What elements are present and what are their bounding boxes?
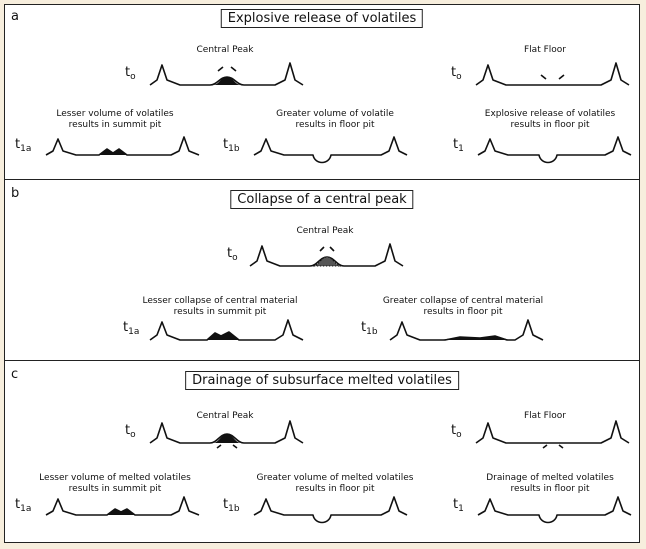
time-label-t1b: t1b (223, 137, 240, 154)
caption-flat-floor: Flat Floor (524, 411, 566, 421)
time-label-t1a: t1a (15, 137, 32, 154)
crater-profile-flat-floor (475, 420, 630, 449)
time-label-t1: t1 (453, 497, 464, 514)
crater-profile-floor-pit (253, 496, 408, 524)
panel-letter: c (11, 367, 19, 382)
time-label-t1b: t1b (361, 320, 378, 337)
crater-profile-floor-pit (253, 136, 408, 164)
crater-profile-central-peak (149, 62, 304, 86)
crater-profile-summit-pit (149, 319, 304, 341)
crater-profile-floor-pit (477, 496, 632, 524)
caption-flat-floor: Flat Floor (524, 45, 566, 55)
time-label-t1: t1 (453, 137, 464, 154)
panel-b: b Collapse of a central peak Central Pea… (5, 180, 639, 361)
time-label-t1a: t1a (123, 320, 140, 337)
panel-title: Drainage of subsurface melted volatiles (185, 371, 459, 390)
crater-profile-summit-pit (45, 136, 200, 156)
crater-profile-flat-floor (475, 62, 630, 86)
time-label-t1a: t1a (15, 497, 32, 514)
crater-profile-summit-pit (45, 496, 200, 516)
time-label-t0: to (451, 65, 462, 82)
panel-c: c Drainage of subsurface melted volatile… (5, 361, 639, 544)
crater-profile-central-peak (249, 243, 404, 267)
panel-a: a Explosive release of volatiles Central… (5, 5, 639, 180)
caption-central-peak: Central Peak (196, 411, 254, 421)
time-label-t1b: t1b (223, 497, 240, 514)
caption-central-peak: Central Peak (296, 226, 354, 236)
panel-title: Collapse of a central peak (230, 190, 414, 209)
crater-profile-floor-pit (389, 319, 544, 341)
panel-title: Explosive release of volatiles (220, 9, 424, 28)
caption-central-peak: Central Peak (196, 45, 254, 55)
time-label-t0: to (125, 423, 136, 440)
panel-letter: b (11, 186, 20, 201)
crater-profile-central-peak (149, 420, 304, 449)
figure-frame: a Explosive release of volatiles Central… (4, 4, 640, 543)
time-label-t0: to (227, 246, 238, 263)
time-label-t0: to (451, 423, 462, 440)
crater-profile-floor-pit (477, 136, 632, 164)
panel-letter: a (11, 9, 19, 24)
time-label-t0: to (125, 65, 136, 82)
